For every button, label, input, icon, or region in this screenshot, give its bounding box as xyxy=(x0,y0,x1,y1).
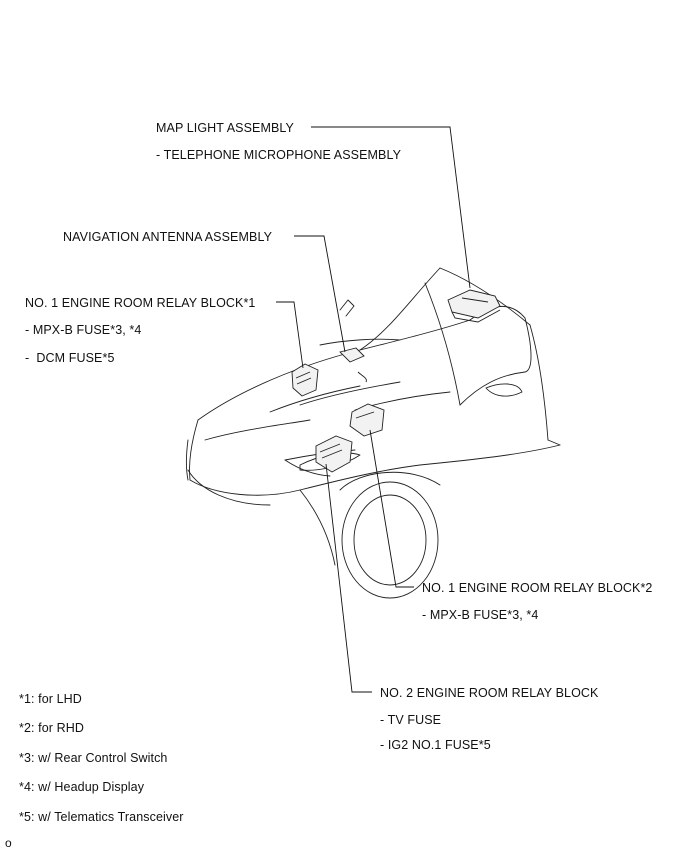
leader-relay-1-lhd xyxy=(276,301,304,369)
front-wheel xyxy=(339,471,441,599)
footnote-2: *2: for RHD xyxy=(19,721,85,735)
nav-antenna-label: NAVIGATION ANTENNA ASSEMBLY xyxy=(63,230,273,244)
leader-lines xyxy=(276,126,471,693)
relay-block-2-label: NO. 2 ENGINE ROOM RELAY BLOCK xyxy=(380,686,599,700)
relay-block-2-fuse-b: - IG2 NO.1 FUSE*5 xyxy=(380,738,491,752)
telephone-mic-label: - TELEPHONE MICROPHONE ASSEMBLY xyxy=(156,148,402,162)
relay-block-1-rhd-fuse: - MPX-B FUSE*3, *4 xyxy=(422,608,539,622)
nav-antenna-part xyxy=(339,347,365,363)
relay-block-1-rhd-label: NO. 1 ENGINE ROOM RELAY BLOCK*2 xyxy=(422,581,653,595)
leader-map-light xyxy=(311,126,471,289)
corner-mark: o xyxy=(5,836,12,850)
leader-relay-1-rhd xyxy=(369,429,414,588)
leader-nav-antenna xyxy=(294,235,346,353)
footnote-4: *4: w/ Headup Display xyxy=(19,780,145,794)
relay-block-2-fuse-a: - TV FUSE xyxy=(380,713,442,727)
relay-block-1-lhd-part xyxy=(291,363,319,397)
map-light-label: MAP LIGHT ASSEMBLY xyxy=(156,121,294,135)
footnote-3: *3: w/ Rear Control Switch xyxy=(19,751,168,765)
relay-block-2-part xyxy=(315,435,353,473)
relay-block-1-lhd-fuse-a: - MPX-B FUSE*3, *4 xyxy=(25,323,142,337)
leader-relay-2 xyxy=(325,463,372,693)
footnote-5: *5: w/ Telematics Transceiver xyxy=(19,810,184,824)
relay-block-1-rhd-part xyxy=(349,403,385,437)
component-parts xyxy=(291,289,501,473)
relay-block-1-lhd-fuse-b: - DCM FUSE*5 xyxy=(25,351,115,365)
footnote-1: *1: for LHD xyxy=(19,692,82,706)
relay-block-1-lhd-label: NO. 1 ENGINE ROOM RELAY BLOCK*1 xyxy=(25,296,256,310)
